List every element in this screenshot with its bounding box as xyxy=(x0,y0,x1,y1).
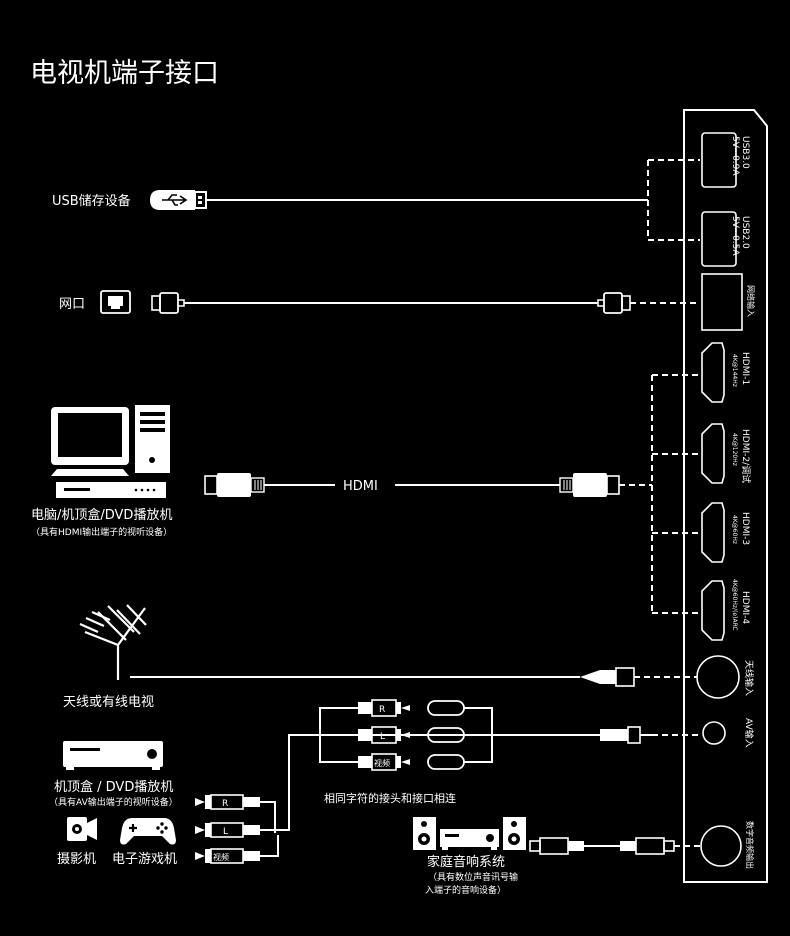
camcorder-icon xyxy=(67,817,97,841)
rca-plug-r-mid xyxy=(358,699,410,717)
rca-plug-r-left-label: R xyxy=(222,799,228,809)
hdmi1-port-spec: 4K@144Hz xyxy=(731,354,738,387)
rca-plug-r-left xyxy=(195,794,260,810)
stb-device-label: 机顶盒 / DVD播放机 xyxy=(54,779,173,795)
usb2-port[interactable] xyxy=(701,211,737,267)
hdmi-plug-right-icon xyxy=(559,473,620,497)
usb-plug-icon xyxy=(150,190,207,210)
tv-rear-panel xyxy=(683,109,768,883)
pc-tower-icon xyxy=(135,405,170,473)
hdmi1-port-label: HDMI-1 xyxy=(740,352,750,385)
monitor-icon xyxy=(51,407,129,476)
speaker-right-icon xyxy=(503,817,526,850)
lan-device-label: 网口 xyxy=(59,297,85,312)
hdmi4-port[interactable] xyxy=(701,580,725,641)
lan-port-label: 网络输入 xyxy=(746,285,756,317)
hdmi2-port[interactable] xyxy=(701,423,725,484)
antenna-device-label: 天线或有线电视 xyxy=(63,695,154,710)
optical-port-label: 数字音频输出 xyxy=(745,821,755,869)
usb2-port-label: USB2.0 xyxy=(740,216,750,249)
rca-plug-video-left-label: 视频 xyxy=(213,852,229,862)
antenna-icon xyxy=(79,604,147,680)
amplifier-icon xyxy=(440,829,499,850)
av-cable-split xyxy=(319,707,360,763)
usb2-port-spec: 5V⎓0.5A xyxy=(730,216,740,256)
pc-device-label: 电脑/机顶盒/DVD播放机 xyxy=(31,507,172,523)
stb-device-note: （具有AV输出端子的视听设备） xyxy=(49,796,178,808)
hdmi-plug-left-icon xyxy=(204,473,265,497)
hdmi2-port-label: HDMI-2/调试 xyxy=(740,429,752,483)
lan-plug-right-icon xyxy=(597,292,631,314)
usb3-port[interactable] xyxy=(701,132,737,188)
optical-plug-right-icon xyxy=(620,837,675,855)
camcorder-label: 摄影机 xyxy=(57,852,96,867)
dvd-player-icon xyxy=(56,482,166,498)
rca-plug-l-mid-label: L xyxy=(380,732,385,742)
hdmi3-port-spec: 4K@60Hz xyxy=(731,515,738,544)
hdmi-branch-lines xyxy=(619,374,700,614)
hdmi4-port-label: HDMI-4 xyxy=(740,591,750,624)
hdmi3-port-label: HDMI-3 xyxy=(740,512,750,545)
rca-plug-l-left xyxy=(195,822,260,838)
usb-branch-lines xyxy=(647,159,700,241)
rca-plug-video-left xyxy=(195,848,260,864)
lan-plug-left-icon xyxy=(151,292,185,314)
optical-port[interactable] xyxy=(700,825,742,867)
rca-plug-r-mid-label: R xyxy=(379,705,385,715)
av-port[interactable] xyxy=(702,721,726,745)
optical-plug-left-icon xyxy=(529,837,584,855)
audio-device-note-line1: （具有数位声音讯号输 xyxy=(428,871,518,883)
rca-plug-video-mid-label: 视频 xyxy=(374,758,390,768)
audio-device-label: 家庭音响系统 xyxy=(427,854,505,870)
usb3-port-spec: 5V⎓0.9A xyxy=(730,136,740,176)
hdmi3-port[interactable] xyxy=(701,502,725,563)
rca-plug-video-mid xyxy=(358,753,410,771)
hdmi1-port[interactable] xyxy=(701,342,725,403)
speaker-left-icon xyxy=(413,817,436,850)
rca-plug-l-left-label: L xyxy=(223,827,228,837)
antenna-port[interactable] xyxy=(696,655,740,699)
rca-plug-l-mid xyxy=(358,726,410,744)
gamepad-icon xyxy=(120,818,176,845)
av-plug-right-icon xyxy=(600,726,652,744)
usb3-port-label: USB3.0 xyxy=(740,136,750,169)
coax-plug-icon xyxy=(580,667,635,687)
hdmi4-port-spec: 4K@60Hz/(e)ARC xyxy=(731,579,738,631)
audio-device-note-line2: 入端子的音响设备） xyxy=(425,884,506,896)
pc-device-note: （具有HDMI输出端子的视听设备） xyxy=(31,526,172,538)
game-console-label: 电子游戏机 xyxy=(112,852,177,867)
hdmi-cable-label: HDMI xyxy=(343,479,378,494)
av-cable-merge xyxy=(464,707,493,763)
antenna-port-label: 天线输入 xyxy=(743,660,755,696)
av-cable-left xyxy=(260,734,600,857)
rca-jack-top xyxy=(427,700,465,716)
matching-note: 相同字符的接头和接口相连 xyxy=(324,791,456,805)
usb-device-label: USB储存设备 xyxy=(52,193,131,209)
page-title: 电视机端子接口 xyxy=(30,58,219,89)
av-port-label: AV输入 xyxy=(743,718,755,748)
hdmi2-port-spec: 4K@120Hz xyxy=(731,433,738,466)
lan-socket-icon xyxy=(100,290,131,314)
av-stb-icon xyxy=(63,741,163,770)
rca-jack-bottom xyxy=(427,754,465,770)
lan-port[interactable] xyxy=(701,273,743,331)
